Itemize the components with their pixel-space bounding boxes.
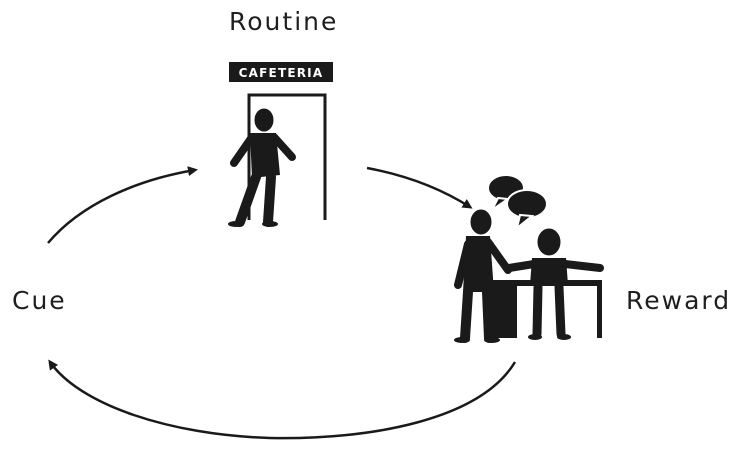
cafeteria-sign-text: CAFETERIA xyxy=(239,66,324,80)
seated-person-icon xyxy=(505,228,604,340)
standing-person-icon xyxy=(454,209,512,343)
arrow-cue-to-routine xyxy=(47,166,198,244)
arrow-routine-to-reward xyxy=(366,166,473,209)
cafeteria-door-icon: CAFETERIA xyxy=(229,62,333,220)
routine-label: Routine xyxy=(229,7,339,36)
cue-label: Cue xyxy=(12,286,67,315)
walking-person-icon xyxy=(228,108,296,227)
arrow-reward-to-cue xyxy=(48,359,517,440)
speech-bubble-icon xyxy=(487,174,548,231)
reward-label: Reward xyxy=(626,286,732,315)
desk-icon xyxy=(485,280,602,338)
